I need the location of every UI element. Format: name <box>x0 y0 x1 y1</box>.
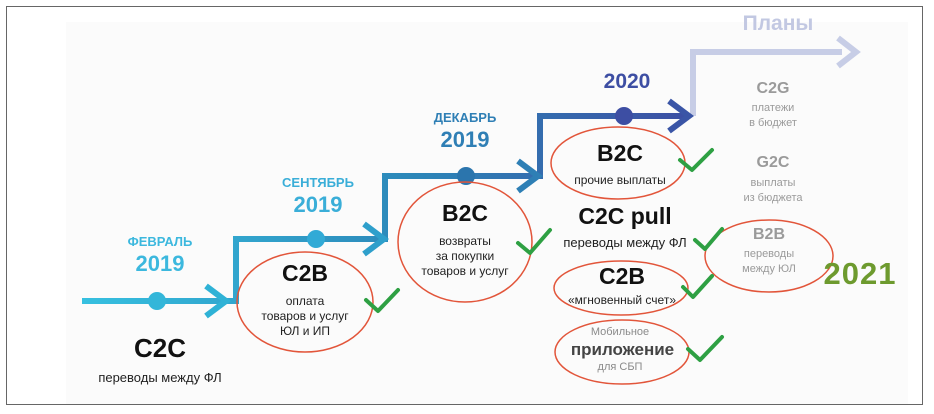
y2020-c2c-title: C2C pull <box>578 203 672 229</box>
check-icon-c2c-pull <box>693 227 724 251</box>
feb-month: ФЕВРАЛЬ <box>127 234 193 249</box>
arrowhead-plans <box>836 35 861 69</box>
y2020-c2b-title: C2B <box>598 263 645 289</box>
plans-b2b-title: B2B <box>752 226 785 243</box>
y2020-b2c-title: B2C <box>596 140 643 166</box>
sep-desc-2: товаров и услуг <box>261 309 349 323</box>
check-icon-c2b-2020 <box>681 274 714 299</box>
dec-desc-3: товаров и услуг <box>421 264 509 278</box>
feb-desc: переводы между ФЛ <box>98 370 222 385</box>
sep-year: 2019 <box>293 192 343 217</box>
y2020-app-top: Мобильное <box>590 326 650 338</box>
dec-year: 2019 <box>440 127 490 152</box>
plans-label: Планы <box>742 12 814 35</box>
plans-g2c-title: G2C <box>756 154 790 171</box>
y2020-app-title: приложение <box>570 340 675 359</box>
y2020-c2b-desc: «мгновенный счет» <box>568 293 676 307</box>
arrowhead-2020 <box>667 98 694 134</box>
plans-c2g-desc-2: в бюджет <box>749 117 797 129</box>
plans-b2b-desc-2: между ЮЛ <box>742 263 796 275</box>
highlight-b2c-dec <box>397 181 533 303</box>
plans-c2g-title: C2G <box>756 80 790 97</box>
dec-desc-1: возвраты <box>439 234 491 248</box>
sep-desc-1: оплата <box>285 294 325 308</box>
sep-title: C2B <box>281 260 328 286</box>
plans-g2c-desc-1: выплаты <box>750 177 796 189</box>
plans-c2g-desc-1: платежи <box>751 102 795 114</box>
check-icon-app <box>686 335 724 362</box>
arrowhead-dec <box>516 158 543 194</box>
y2020-app-bottom: для СБП <box>597 361 643 373</box>
diagram-panel <box>66 22 908 404</box>
highlight-b2b <box>704 219 834 293</box>
feb-title: C2C <box>133 333 186 363</box>
highlight-c2b-sep <box>236 251 374 353</box>
dec-title: B2C <box>441 200 488 226</box>
node-dec <box>457 167 475 185</box>
y2020-b2c-desc: прочие выплаты <box>574 173 666 187</box>
node-feb <box>148 292 166 310</box>
sep-month: СЕНТЯБРЬ <box>282 175 354 190</box>
arrowhead-sep <box>362 221 389 257</box>
check-icon-b2c-dec <box>516 228 552 255</box>
node-sep <box>307 230 325 248</box>
highlight-c2b-2020 <box>553 260 689 316</box>
node-2020 <box>615 107 633 125</box>
dec-month: ДЕКАБРЬ <box>433 110 497 125</box>
plans-b2b-desc-1: переводы <box>743 248 795 260</box>
dec-desc-2: за покупки <box>435 249 495 263</box>
y2020-c2c-desc: переводы между ФЛ <box>563 235 687 250</box>
y2020-year: 2020 <box>603 70 651 93</box>
plans-path <box>690 49 842 116</box>
feb-year: 2019 <box>135 251 185 276</box>
check-icon-c2b-sep <box>364 288 400 313</box>
year-2021-label: 2021 <box>823 256 897 291</box>
check-icon-b2c-2020 <box>678 148 714 172</box>
plans-g2c-desc-2: из бюджета <box>743 192 803 204</box>
frame <box>6 6 923 405</box>
arrowhead-feb <box>204 283 231 319</box>
sep-desc-3: ЮЛ и ИП <box>279 324 331 338</box>
